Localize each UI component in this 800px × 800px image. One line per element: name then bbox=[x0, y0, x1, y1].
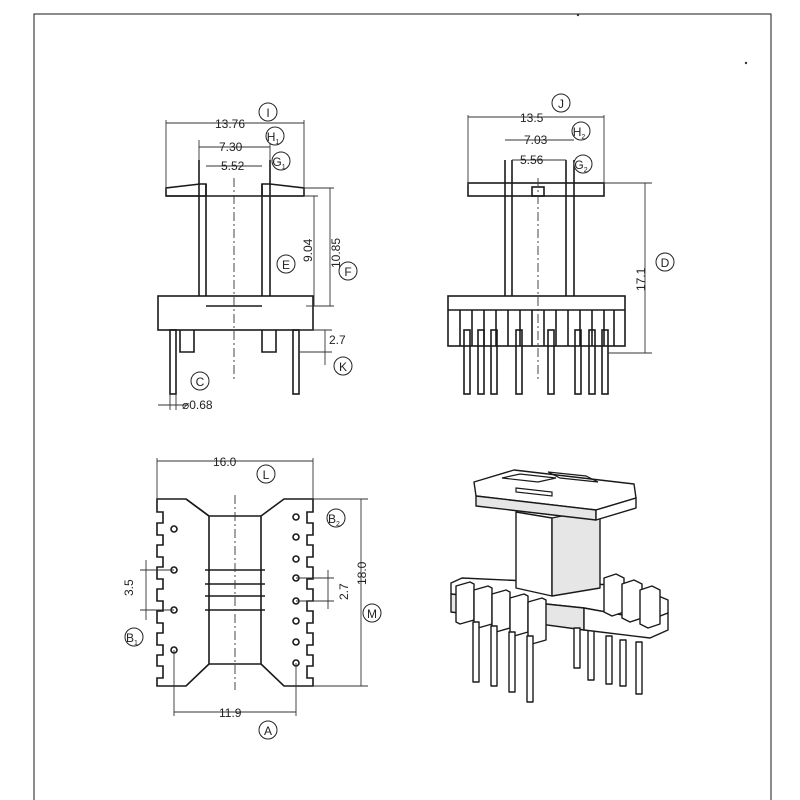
dim-e-value: 9.04 bbox=[301, 238, 315, 262]
drawing-frame bbox=[33, 13, 772, 800]
dim-i-value: 13.76 bbox=[215, 117, 245, 131]
label-c: C bbox=[196, 375, 205, 389]
side-view: 13.5 J 7.03 H2 5.56 G2 17.1 D bbox=[447, 93, 675, 395]
label-h1-sub: 1 bbox=[275, 139, 279, 146]
label-d: D bbox=[661, 256, 670, 270]
label-i: I bbox=[266, 106, 269, 120]
label-b1-sub: 1 bbox=[134, 640, 138, 647]
label-h2-sub: 2 bbox=[581, 134, 585, 141]
label-l: L bbox=[263, 468, 270, 482]
dim-f-value: 10.85 bbox=[329, 238, 343, 268]
label-g1-sub: 1 bbox=[282, 164, 286, 171]
iso-back-teeth bbox=[603, 573, 661, 629]
label-h2: H bbox=[573, 125, 582, 139]
dim-b2-value: 2.7 bbox=[337, 583, 351, 600]
label-h1: H bbox=[267, 130, 276, 144]
iso-front-teeth bbox=[455, 581, 547, 645]
label-g2-sub: 2 bbox=[584, 167, 588, 174]
label-e: E bbox=[282, 258, 290, 272]
front-view: 13.76 I 7.30 H1 5.52 G1 9.04 E 10.85 F 2 bbox=[157, 102, 358, 412]
dim-a-value: 11.9 bbox=[219, 706, 242, 720]
dim-m-value: 18.0 bbox=[355, 561, 369, 585]
label-b1: B bbox=[126, 631, 134, 645]
label-f: F bbox=[344, 265, 351, 279]
dim-j-value: 13.5 bbox=[520, 111, 544, 125]
side-pins bbox=[463, 329, 609, 395]
svg-text:B2: B2 bbox=[328, 512, 340, 528]
label-g2: G bbox=[574, 158, 583, 172]
dim-d-value: 17.1 bbox=[634, 267, 648, 291]
dim-k-value: 2.7 bbox=[329, 333, 346, 347]
label-g1: G bbox=[272, 155, 281, 169]
dim-g1-value: 5.52 bbox=[221, 159, 245, 173]
dim-b1-value: 3.5 bbox=[122, 579, 136, 596]
svg-text:H1: H1 bbox=[267, 130, 280, 146]
label-a: A bbox=[264, 724, 272, 738]
svg-text:H2: H2 bbox=[573, 125, 586, 141]
label-k: K bbox=[339, 360, 347, 374]
bottom-view: 16.0 L 18.0 M 11.9 A 3.5 B1 2.7 B2 bbox=[122, 455, 382, 740]
svg-text:B1: B1 bbox=[126, 631, 138, 647]
dim-g2-value: 5.56 bbox=[520, 153, 544, 167]
label-j: J bbox=[558, 97, 564, 111]
svg-text:G2: G2 bbox=[574, 158, 587, 174]
side-base-ribs bbox=[459, 310, 615, 346]
iso-front-pins bbox=[472, 621, 581, 703]
dim-c-value: ⌀0.68 bbox=[182, 398, 213, 412]
svg-text:G1: G1 bbox=[272, 155, 285, 171]
label-b2-sub: 2 bbox=[336, 521, 340, 528]
dim-h2-value: 7.03 bbox=[524, 133, 548, 147]
isometric-view bbox=[450, 469, 669, 703]
label-m: M bbox=[367, 607, 377, 621]
dim-h1-value: 7.30 bbox=[219, 140, 243, 154]
label-b2: B bbox=[328, 512, 336, 526]
dim-l-value: 16.0 bbox=[213, 455, 237, 469]
